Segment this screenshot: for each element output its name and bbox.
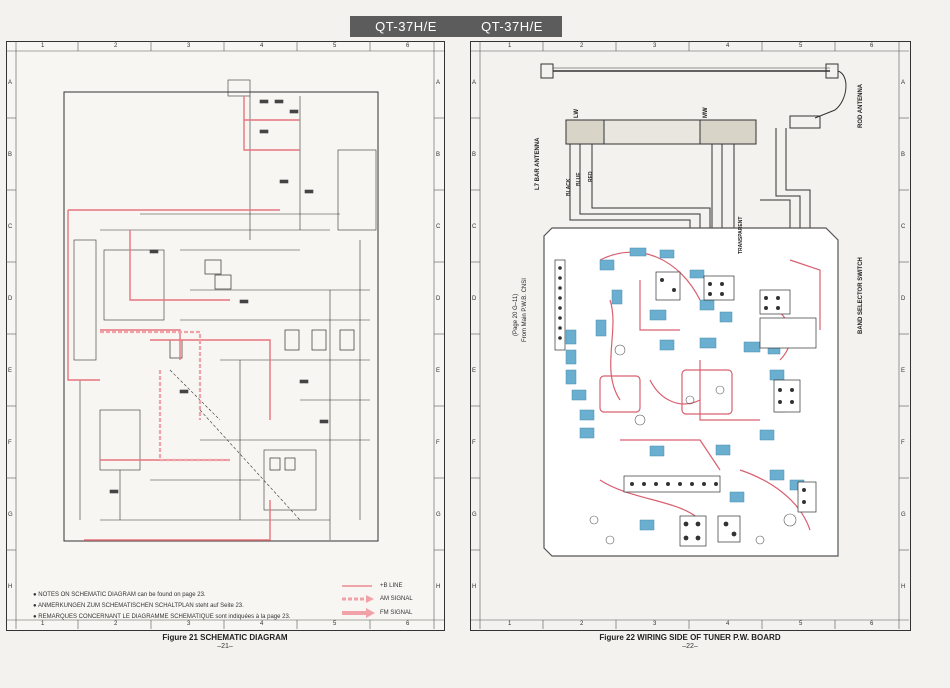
legend-am-signal: AM SIGNAL xyxy=(380,596,413,602)
row-label: G xyxy=(472,512,477,518)
note-fr: ● REMARQUES CONCERNANT LE DIAGRAMME SCHE… xyxy=(33,614,291,620)
row-label: D xyxy=(8,296,13,302)
col-label: 4 xyxy=(726,43,730,49)
band-selector-switch-label: BAND SELECTOR SWITCH xyxy=(858,257,864,334)
header-model-right: QT-37H/E xyxy=(462,16,562,37)
col-label: 5 xyxy=(333,43,337,49)
col-label: 1 xyxy=(508,43,512,49)
col-label: 5 xyxy=(799,621,803,627)
row-label: H xyxy=(436,584,441,590)
row-label: B xyxy=(8,152,13,158)
row-label: C xyxy=(436,224,441,230)
mw-label: MW xyxy=(703,107,709,118)
wire-red-label: RED xyxy=(588,171,594,182)
row-label: G xyxy=(901,512,906,518)
col-label: 4 xyxy=(726,621,730,627)
col-label: 3 xyxy=(187,43,191,49)
col-label: 3 xyxy=(653,621,657,627)
page-number-right: –22– xyxy=(682,643,698,650)
col-label: 2 xyxy=(580,621,584,627)
rod-antenna-label: ROD ANTENNA xyxy=(858,83,864,128)
wire-transparent-label: TRANSPARENT xyxy=(738,216,744,254)
row-label: B xyxy=(436,152,441,158)
legend-fm-signal: FM SIGNAL xyxy=(380,610,413,616)
note-en: ● NOTES ON SCHEMATIC DIAGRAM can be foun… xyxy=(33,592,206,598)
note-de: ● ANMERKUNGEN ZUM SCHEMATISCHEN SCHALTPL… xyxy=(33,603,244,609)
row-label: A xyxy=(8,80,13,86)
col-label: 3 xyxy=(653,43,657,49)
wire-blue-label: BLUE xyxy=(576,172,582,186)
figure-22-caption: Figure 22 WIRING SIDE OF TUNER P.W. BOAR… xyxy=(599,633,781,642)
row-label: D xyxy=(901,296,906,302)
row-label: C xyxy=(472,224,477,230)
row-label: C xyxy=(901,224,906,230)
col-label: 3 xyxy=(187,621,191,627)
row-label: F xyxy=(472,440,476,446)
row-label: B xyxy=(901,152,906,158)
row-label: D xyxy=(436,296,441,302)
row-label: E xyxy=(436,368,441,374)
col-label: 6 xyxy=(406,43,410,49)
col-label: 6 xyxy=(870,621,874,627)
bar-antenna-label: L7 BAR ANTENNA xyxy=(535,137,541,190)
row-label: D xyxy=(472,296,477,302)
row-label: A xyxy=(901,80,906,86)
lw-label: LW xyxy=(574,109,580,118)
header-model-left: QT-37H/E xyxy=(350,16,462,37)
row-label: A xyxy=(436,80,441,86)
col-label: 2 xyxy=(114,43,118,49)
row-label: E xyxy=(472,368,477,374)
col-label: 4 xyxy=(260,43,264,49)
col-label: 6 xyxy=(870,43,874,49)
row-label: H xyxy=(901,584,906,590)
row-label: C xyxy=(8,224,13,230)
row-label: H xyxy=(472,584,477,590)
row-label: B xyxy=(472,152,477,158)
board-frame xyxy=(470,41,911,631)
col-label: 2 xyxy=(114,621,118,627)
figure-21-caption: Figure 21 SCHEMATIC DIAGRAM xyxy=(162,633,288,642)
col-label: 1 xyxy=(508,621,512,627)
from-main-label: From Main P.W.B. CNSI xyxy=(522,278,528,342)
wire-black-label: BLACK xyxy=(566,178,572,197)
from-main-page-ref: (Page 20 G–11) xyxy=(513,293,519,336)
page-number-left: –21– xyxy=(217,643,233,650)
row-label: F xyxy=(436,440,440,446)
row-label: H xyxy=(8,584,13,590)
row-label: G xyxy=(8,512,13,518)
col-label: 5 xyxy=(333,621,337,627)
row-label: F xyxy=(8,440,12,446)
col-label: 5 xyxy=(799,43,803,49)
row-label: G xyxy=(436,512,441,518)
col-label: 1 xyxy=(41,43,45,49)
col-label: 4 xyxy=(260,621,264,627)
legend-b-line: +B LINE xyxy=(380,583,403,589)
col-label: 1 xyxy=(41,621,45,627)
row-label: F xyxy=(901,440,905,446)
row-label: E xyxy=(901,368,906,374)
row-label: A xyxy=(472,80,477,86)
col-label: 2 xyxy=(580,43,584,49)
row-label: E xyxy=(8,368,13,374)
schematic-frame xyxy=(6,41,445,631)
col-label: 6 xyxy=(406,621,410,627)
